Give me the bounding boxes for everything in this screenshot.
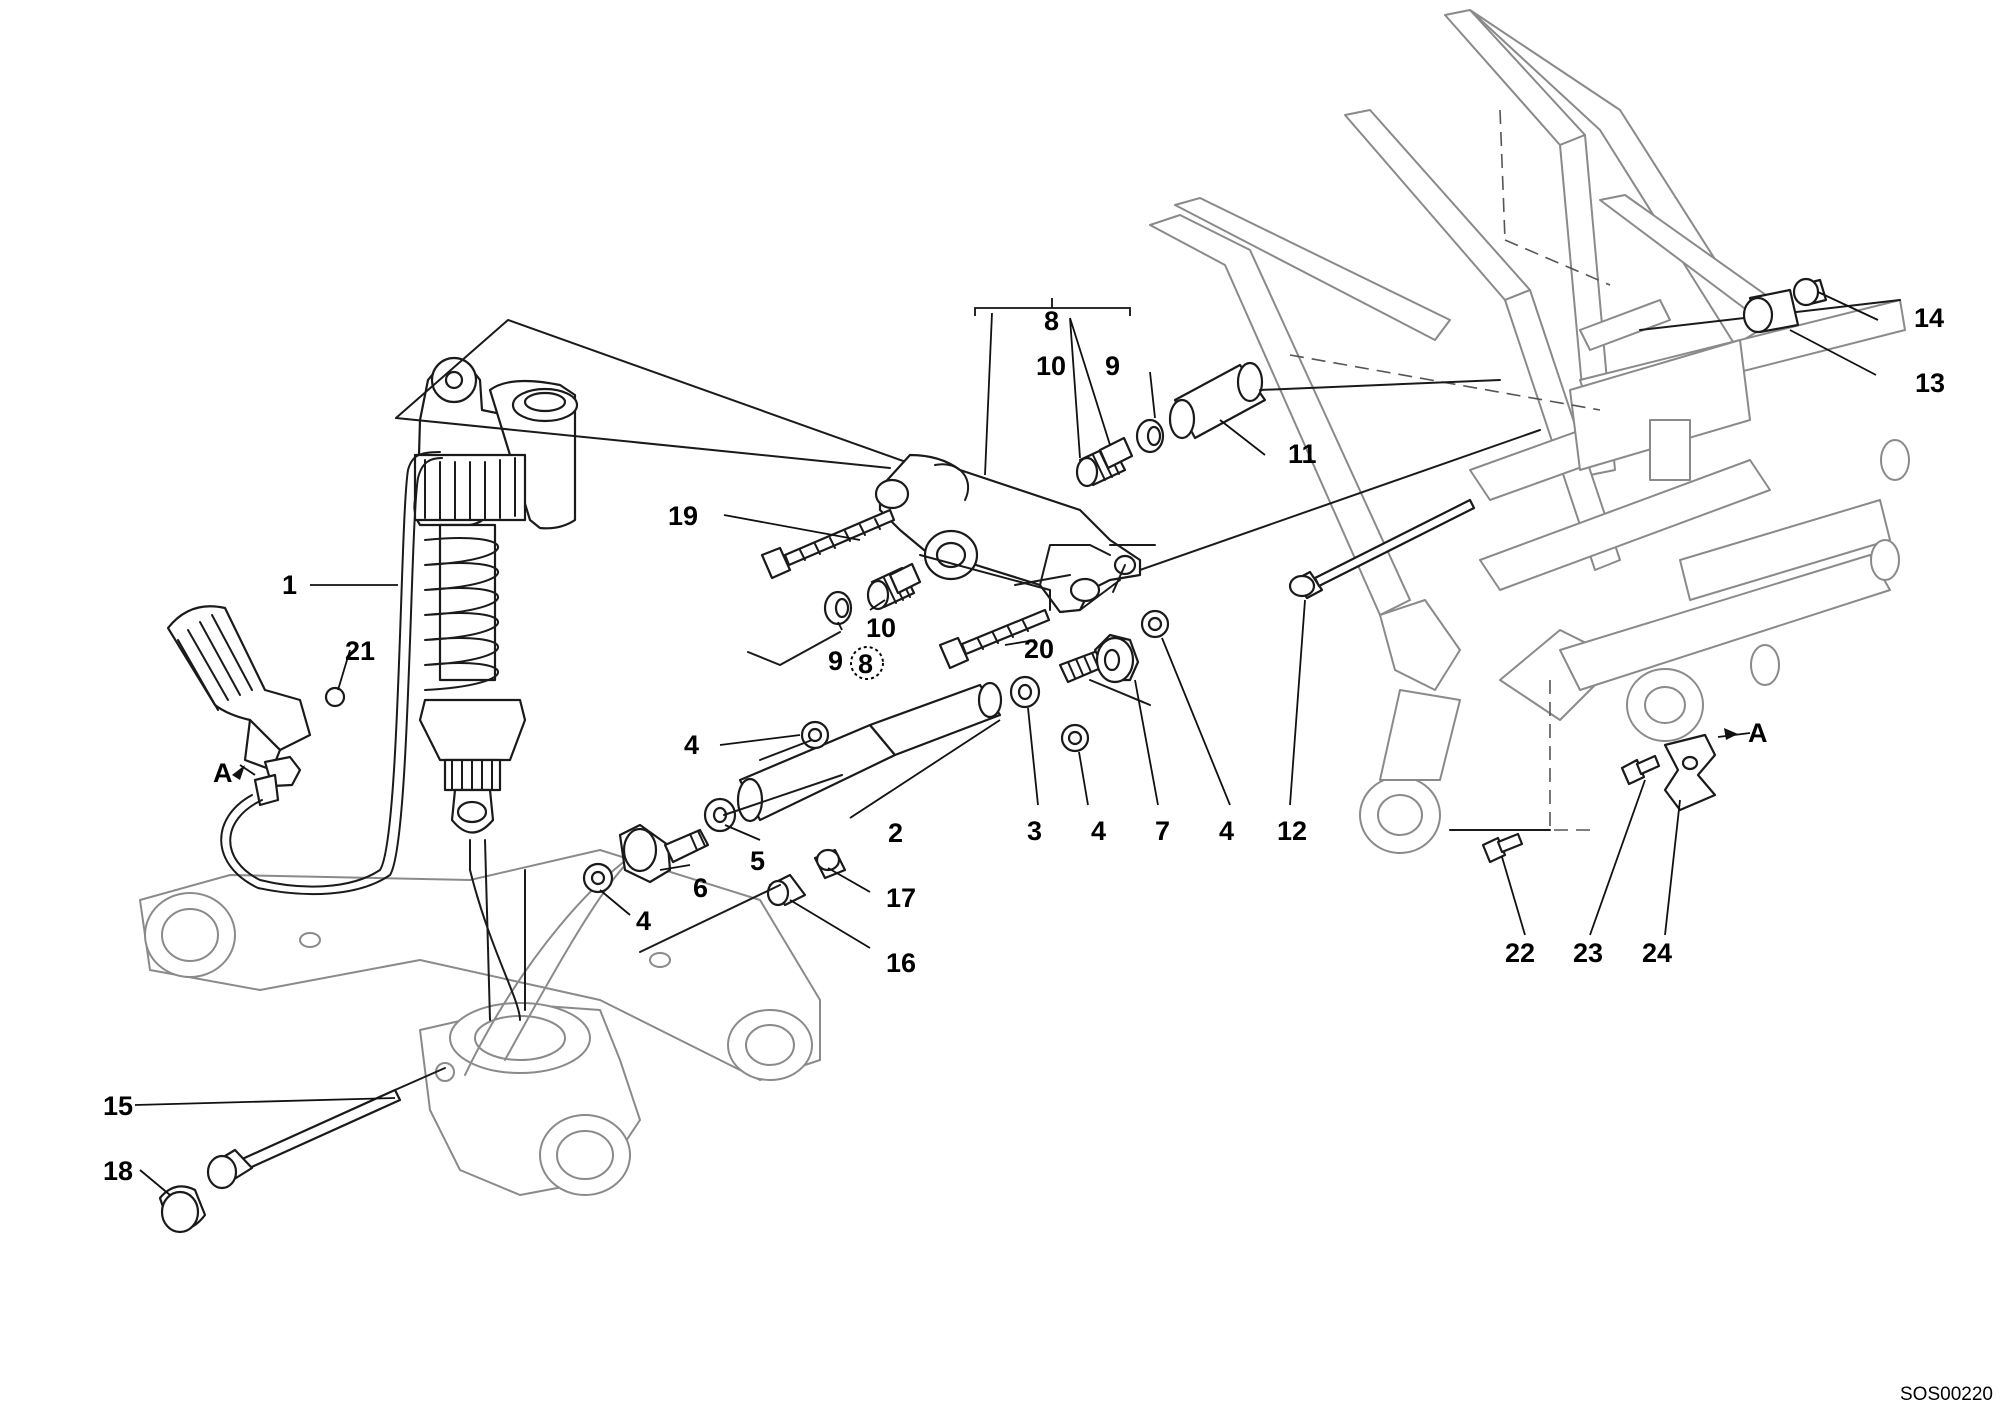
spacer-sleeve — [1168, 361, 1267, 440]
callout-15: 15 — [103, 1091, 133, 1121]
screw-22 — [1481, 832, 1524, 864]
callout-8: 8 — [1044, 306, 1059, 336]
callout-17: 17 — [886, 883, 916, 913]
callout-21: 21 — [345, 636, 375, 666]
bolt-15 — [206, 1088, 402, 1190]
callout-11: 11 — [1288, 439, 1317, 469]
bolt-20 — [938, 608, 1051, 670]
callout-18: 18 — [103, 1156, 133, 1186]
callout-12: 12 — [1277, 816, 1307, 846]
callout-22: 22 — [1505, 938, 1535, 968]
rocker-linkage — [874, 453, 1142, 614]
swingarm-ghost — [139, 844, 821, 1196]
callout-24: 24 — [1642, 938, 1672, 968]
leader-lines — [134, 291, 1879, 1196]
circled-callout-ring — [850, 646, 884, 680]
cap-18 — [158, 1185, 207, 1234]
callout-9-lower: 9 — [828, 646, 843, 676]
callout-4-c: 4 — [1219, 816, 1234, 846]
needle-bearings-upper — [1075, 436, 1134, 488]
screw-23 — [1620, 754, 1661, 786]
arrow-a-left-icon — [232, 765, 245, 780]
callout-10-lower: 10 — [866, 613, 896, 643]
callout-19: 19 — [668, 501, 698, 531]
cap-14 — [1792, 277, 1828, 307]
callout-4-b: 4 — [1091, 816, 1106, 846]
clip-24 — [1663, 733, 1717, 812]
callout-14: 14 — [1914, 303, 1944, 333]
callout-3: 3 — [1027, 816, 1042, 846]
bolt-12 — [1288, 498, 1476, 600]
callout-1: 1 — [282, 570, 297, 600]
arrow-a-right-icon — [1724, 728, 1738, 740]
rocker-assembly-bracket — [974, 298, 1131, 476]
callout-10-upper: 10 — [1036, 351, 1066, 381]
callout-labels: 1 2 3 4 4 4 4 5 6 7 8 8 9 9 10 10 11 12 … — [103, 303, 1945, 1186]
callout-13: 13 — [1915, 368, 1945, 398]
callout-8-circled: 8 — [858, 649, 873, 679]
bushing-13 — [1742, 288, 1800, 334]
needle-bearings-lower — [866, 562, 922, 611]
rod-end-upper — [1058, 633, 1140, 684]
bushings — [324, 609, 1170, 907]
callout-4-d: 4 — [636, 906, 651, 936]
callout-4-a: 4 — [684, 730, 699, 760]
callout-16: 16 — [886, 948, 916, 978]
callout-9-upper: 9 — [1105, 351, 1120, 381]
callout-5: 5 — [750, 846, 765, 876]
callout-20: 20 — [1024, 634, 1054, 664]
washers — [823, 418, 1165, 626]
callout-2: 2 — [888, 818, 903, 848]
connection-a-left: A — [213, 758, 233, 788]
connection-a-right: A — [1748, 718, 1768, 748]
shock-alignment-lines — [395, 319, 921, 469]
rod-end — [618, 823, 710, 884]
frame-ghost — [1149, 9, 1910, 854]
shock-absorber — [413, 356, 579, 1021]
tie-rod — [736, 681, 1003, 823]
callout-7: 7 — [1155, 816, 1170, 846]
preload-adjuster-remote — [166, 451, 443, 896]
callout-23: 23 — [1573, 938, 1603, 968]
bolt-15-axis — [394, 1067, 446, 1091]
reference-code: SOS00220 — [1900, 1384, 1993, 1405]
callout-6: 6 — [693, 873, 708, 903]
bolt-19 — [760, 508, 896, 580]
